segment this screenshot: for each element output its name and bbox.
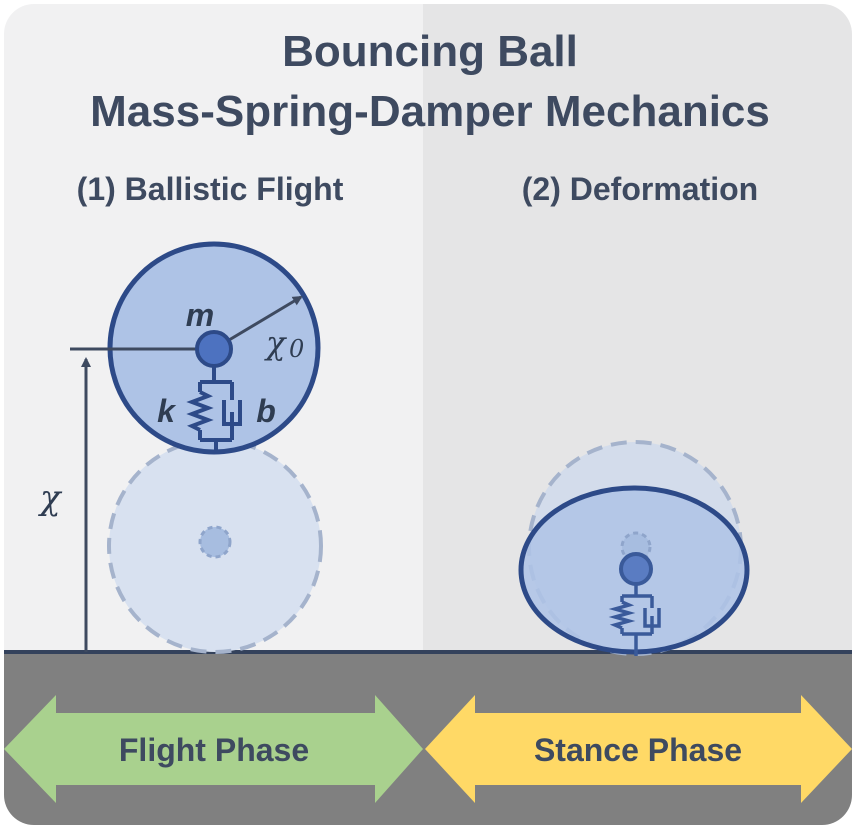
stance-phase-label: Stance Phase <box>534 732 742 768</box>
diagram-frame: Bouncing Ball Mass-Spring-Damper Mechani… <box>4 4 852 825</box>
spring-label: k <box>157 393 177 429</box>
title-line-2: Mass-Spring-Damper Mechanics <box>90 87 770 136</box>
spring-damper-compressed <box>608 584 661 656</box>
radius-label: χ <box>264 324 287 362</box>
stance-phase-arrow <box>425 695 852 803</box>
flight-phase-arrow <box>4 695 423 803</box>
damper-label: b <box>256 393 276 429</box>
ghost-mass <box>198 525 232 559</box>
flight-phase-label: Flight Phase <box>119 732 309 768</box>
spring-damper <box>186 364 242 454</box>
mass-right <box>619 552 653 586</box>
panel-label-deformation: (2) Deformation <box>522 171 758 207</box>
mass <box>195 330 233 368</box>
height-label: χ <box>38 478 63 518</box>
title-line-1: Bouncing Ball <box>282 27 578 76</box>
panel-label-ballistic-flight: (1) Ballistic Flight <box>77 171 344 207</box>
mass-label: m <box>186 297 214 333</box>
radius-subscript: 0 <box>289 335 304 363</box>
mechanics-diagram: Bouncing Ball Mass-Spring-Damper Mechani… <box>4 4 852 825</box>
